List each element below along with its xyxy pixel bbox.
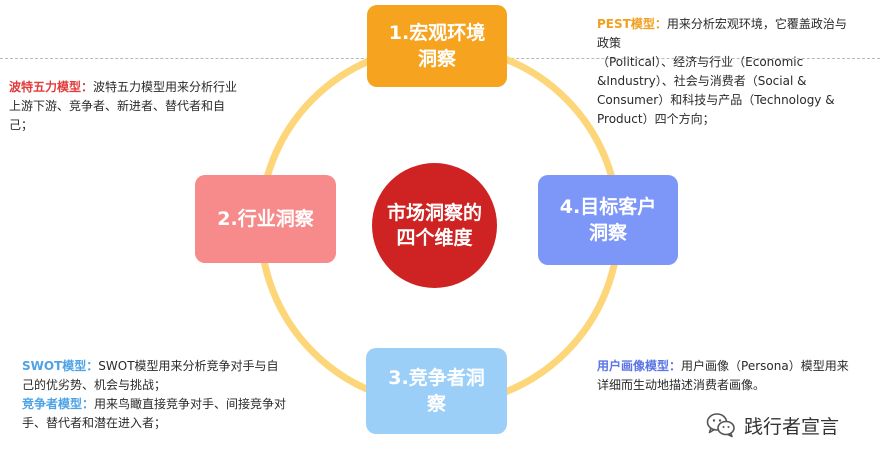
note-porter-model: 波特五力模型：波特五力模型用来分析行业 上游下游、竞争者、新进者、替代者和自 己… bbox=[9, 78, 237, 135]
box-label-line2: 洞察 bbox=[588, 222, 627, 244]
note-line: Product）四个方向； bbox=[597, 112, 715, 126]
box-label-line1: 2.行业洞察 bbox=[217, 208, 314, 230]
note-line: Consumer）和科技与产品（Technology & bbox=[597, 93, 835, 107]
note-text: 波特五力模型用来分析行业 bbox=[93, 80, 238, 94]
note-line: 政策 bbox=[597, 36, 622, 50]
box-industry: 2.行业洞察 bbox=[195, 175, 336, 263]
note-label: 竞争者模型： bbox=[22, 397, 95, 411]
note-line: 己的优劣势、机会与挑战； bbox=[22, 378, 167, 392]
box-label-line1: 3.竞争者洞 bbox=[388, 367, 485, 389]
box-target-customer: 4.目标客户 洞察 bbox=[538, 175, 678, 265]
box-label-line2: 察 bbox=[426, 393, 446, 415]
center-title-line2: 四个维度 bbox=[396, 226, 473, 249]
note-label: PEST模型： bbox=[597, 17, 667, 31]
watermark: 践行者宣言 bbox=[706, 408, 839, 442]
box-label-line2: 洞察 bbox=[417, 48, 456, 70]
note-line: （Political）、经济与行业（Economic bbox=[597, 55, 804, 69]
note-text: 用来鸟瞰直接竞争对手、间接竞争对 bbox=[94, 397, 287, 411]
box-label-line1: 1.宏观环境 bbox=[388, 22, 486, 44]
note-label: 波特五力模型： bbox=[9, 80, 94, 94]
note-label: SWOT模型： bbox=[22, 359, 99, 373]
center-circle: 市场洞察的 四个维度 bbox=[372, 163, 497, 288]
center-title-line1: 市场洞察的 bbox=[386, 201, 482, 224]
note-pest-model: PEST模型：用来分析宏观环境，它覆盖政治与 政策 （Political）、经济… bbox=[597, 15, 847, 129]
watermark-text: 践行者宣言 bbox=[744, 415, 840, 438]
note-label: 用户画像模型： bbox=[597, 359, 682, 373]
box-label-line1: 4.目标客户 bbox=[559, 196, 657, 218]
note-persona-model: 用户画像模型：用户画像（Persona）模型用来 详细而生动地描述消费者画像。 bbox=[597, 357, 849, 395]
note-line: 手、替代者和潜在进入者； bbox=[22, 416, 167, 430]
note-line: 用户画像模型：用户画像（Persona）模型用来 bbox=[597, 357, 849, 376]
note-line: 上游下游、竞争者、新进者、替代者和自 bbox=[9, 99, 226, 113]
note-text: 用户画像（Persona）模型用来 bbox=[681, 359, 849, 373]
note-line: SWOT模型：SWOT模型用来分析竞争对手与自 bbox=[22, 357, 286, 376]
box-competitor: 3.竞争者洞 察 bbox=[366, 348, 507, 434]
note-line: 竞争者模型：用来鸟瞰直接竞争对手、间接竞争对 bbox=[22, 395, 286, 414]
note-line: 详细而生动地描述消费者画像。 bbox=[597, 378, 766, 392]
note-line: PEST模型：用来分析宏观环境，它覆盖政治与 bbox=[597, 15, 847, 34]
note-text: 用来分析宏观环境，它覆盖政治与 bbox=[666, 17, 847, 31]
note-line: 波特五力模型：波特五力模型用来分析行业 bbox=[9, 78, 237, 97]
box-macro-environment: 1.宏观环境 洞察 bbox=[367, 5, 507, 87]
note-line: &Industry）、社会与消费者（Social & bbox=[597, 74, 807, 88]
note-line: 己； bbox=[9, 118, 34, 132]
note-text: SWOT模型用来分析竞争对手与自 bbox=[98, 359, 279, 373]
note-swot-competitor: SWOT模型：SWOT模型用来分析竞争对手与自 己的优劣势、机会与挑战； 竞争者… bbox=[22, 357, 286, 433]
wechat-icon bbox=[706, 413, 735, 438]
